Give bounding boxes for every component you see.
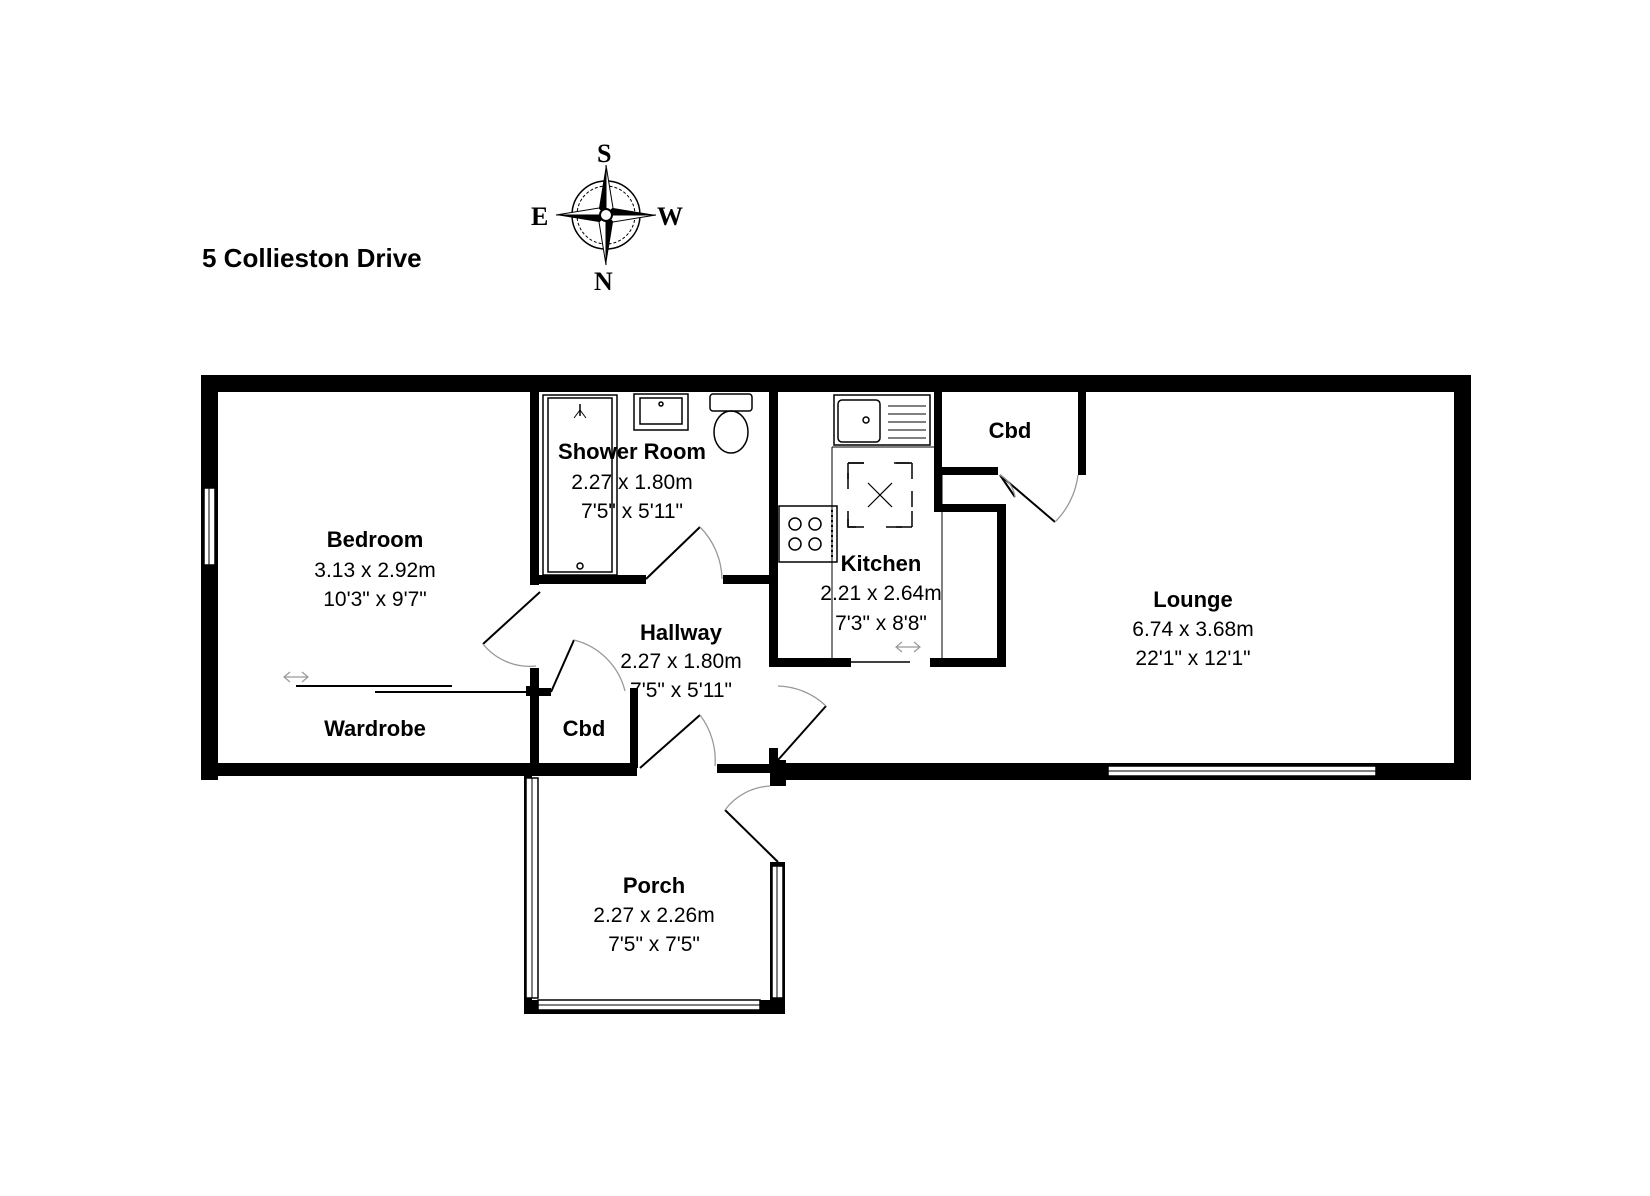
shower-tray-icon [542,394,618,576]
room-imperial: 7'5" x 5'11" [630,679,732,702]
property-title: 5 Collieston Drive [202,243,422,273]
extractor-icon [847,462,913,528]
room-name: Hallway [640,620,723,645]
room-kitchen: Kitchen 2.21 x 2.64m 7'3" x 8'8" [820,551,941,635]
room-imperial: 7'5" x 7'5" [608,933,700,956]
room-metric: 2.27 x 1.80m [571,471,692,494]
hall-cbd-label: Cbd [563,716,606,741]
room-imperial: 22'1" x 12'1" [1135,647,1250,670]
sliding-arrow-icon [851,641,921,663]
room-name: Kitchen [841,551,922,576]
room-porch: Porch 2.27 x 2.26m 7'5" x 7'5" [593,873,714,956]
wardrobe-sliding-doors [283,671,534,696]
wardrobe-label: Wardrobe [324,716,426,741]
compass-north: N [594,267,613,296]
room-metric: 3.13 x 2.92m [314,559,435,582]
windows [203,487,1377,1011]
room-metric: 6.74 x 3.68m [1132,618,1253,641]
room-imperial: 7'5" x 5'11" [581,500,683,523]
compass-south: S [597,139,611,168]
room-name: Bedroom [327,527,424,552]
compass-west: W [657,202,683,231]
kitchen-sink-icon [833,394,931,446]
room-metric: 2.27 x 1.80m [620,650,741,673]
room-name: Porch [623,873,685,898]
room-metric: 2.27 x 2.26m [593,904,714,927]
compass-east: E [531,202,548,231]
hob-icon [778,505,838,563]
toilet-icon [709,393,753,454]
compass-icon: S N E W [531,139,683,296]
basin-icon [633,393,689,431]
room-name: Lounge [1153,587,1232,612]
doors [482,474,1079,863]
kitchen-cbd-label: Cbd [989,418,1032,443]
room-bedroom: Bedroom 3.13 x 2.92m 10'3" x 9'7" [314,527,435,611]
room-hallway: Hallway 2.27 x 1.80m 7'5" x 5'11" [620,620,741,702]
room-lounge: Lounge 6.74 x 3.68m 22'1" x 12'1" [1132,587,1253,670]
room-imperial: 10'3" x 9'7" [323,588,427,611]
walls [201,375,1471,1014]
fixtures [283,393,943,696]
room-imperial: 7'3" x 8'8" [835,612,927,635]
room-metric: 2.21 x 2.64m [820,582,941,605]
room-name: Shower Room [558,439,706,464]
room-shower-room: Shower Room 2.27 x 1.80m 7'5" x 5'11" [558,439,706,523]
